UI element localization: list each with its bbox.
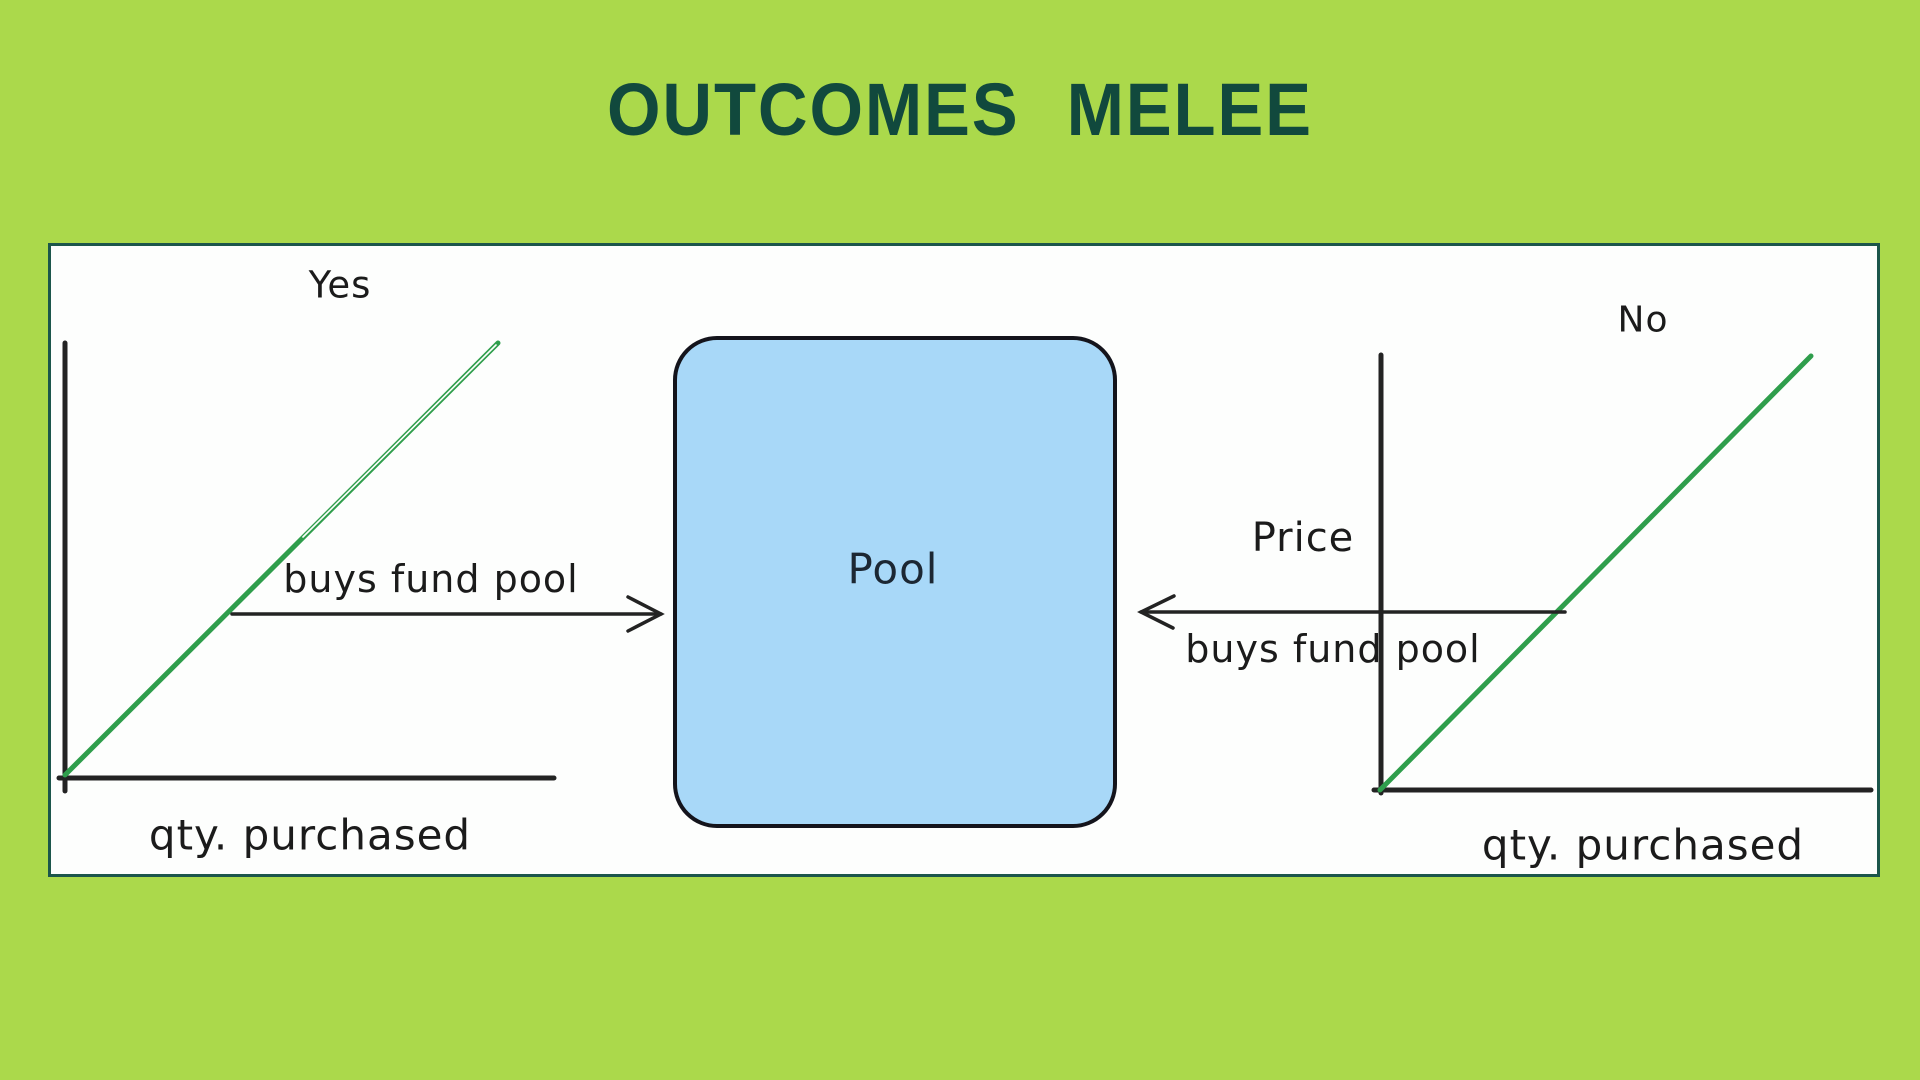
left-arrow-head-icon xyxy=(626,595,665,633)
left-price-line-slit xyxy=(302,344,497,538)
right-price-line xyxy=(1377,353,1814,793)
right-y-axis-label: Price xyxy=(1251,515,1355,561)
pool-label: Pool xyxy=(847,544,939,594)
right-chart-outcome-label: No xyxy=(1617,299,1669,341)
right-x-axis-label: qty. purchased xyxy=(1481,820,1805,870)
page-title: OUTCOMES MELEE xyxy=(607,68,1313,151)
diagram-lines xyxy=(56,336,1874,828)
right-arrow-label: buys fund pool xyxy=(1185,627,1481,671)
left-arrow-label: buys fund pool xyxy=(283,557,579,601)
left-chart-outcome-label: Yes xyxy=(308,263,372,307)
right-arrow-head-icon xyxy=(1137,594,1176,630)
diagram-panel: Yes buys fund pool qty. purchased Pool N… xyxy=(48,243,1880,877)
left-x-axis-label: qty. purchased xyxy=(148,810,472,860)
pool-box xyxy=(673,336,1117,828)
